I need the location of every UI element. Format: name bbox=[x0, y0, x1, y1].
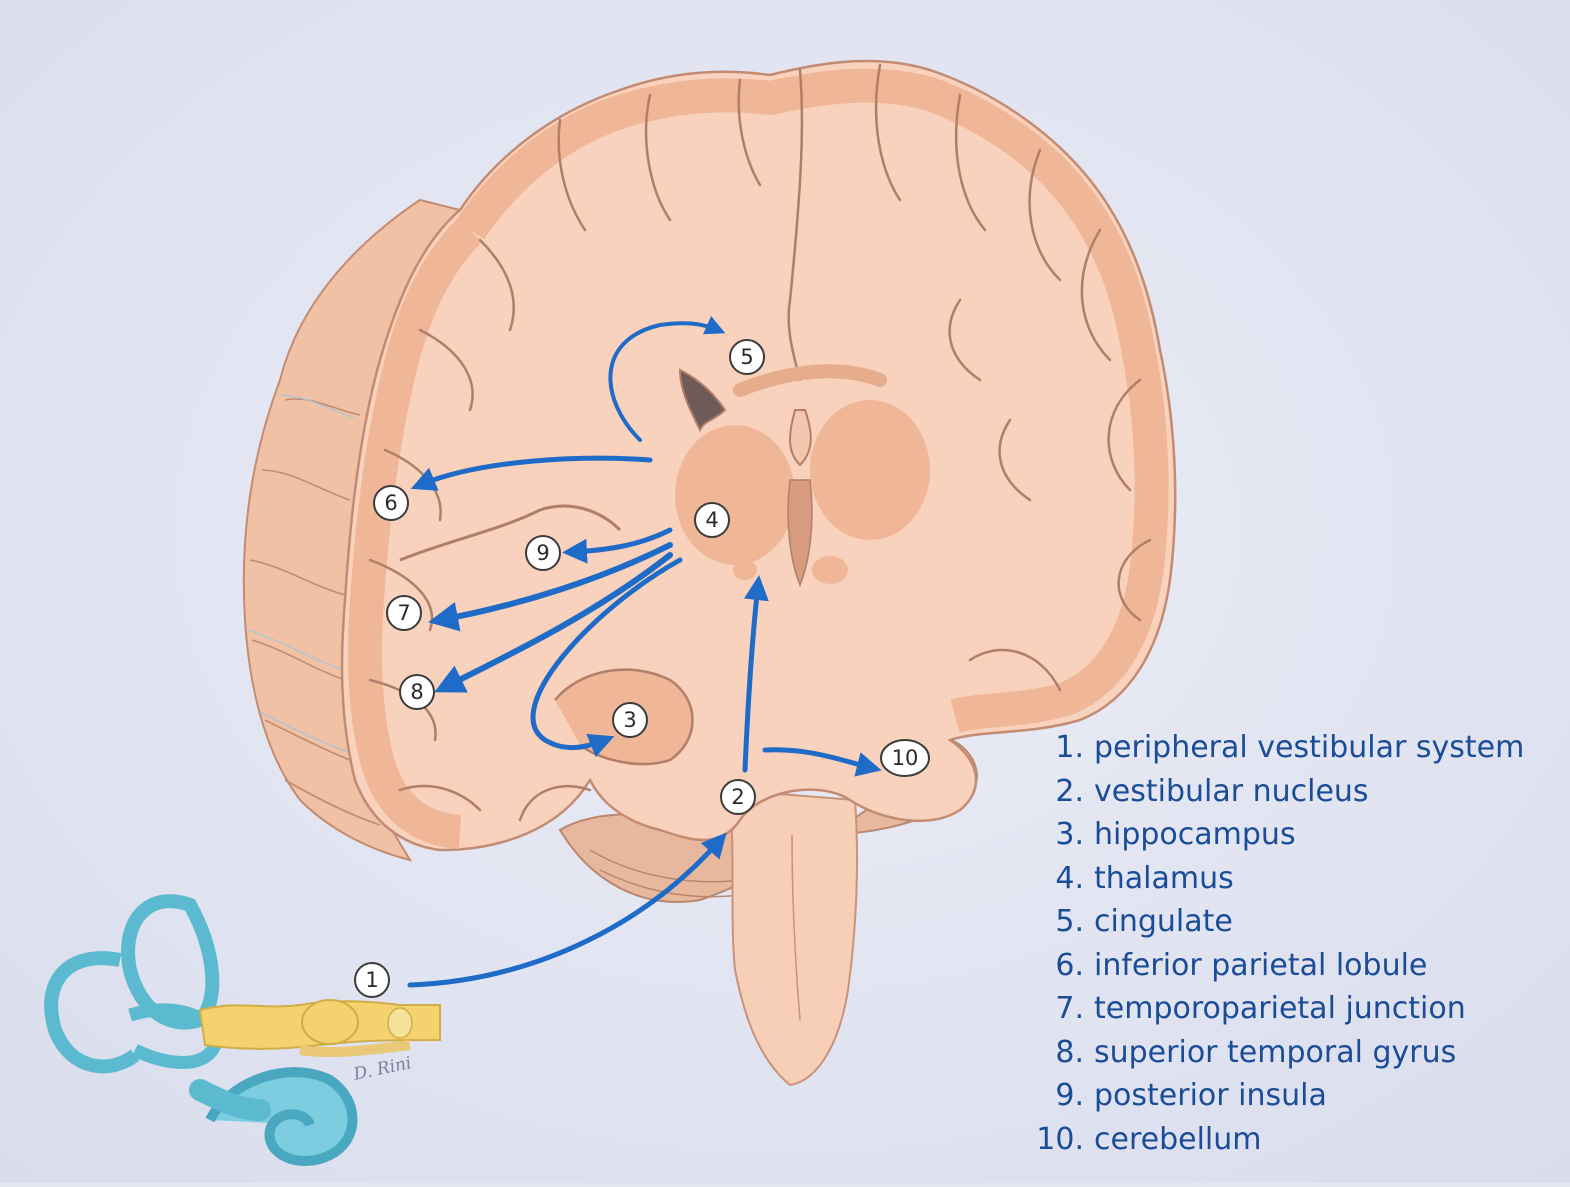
nerve-cut-end bbox=[388, 1008, 412, 1038]
marker-9: 9 bbox=[526, 536, 560, 570]
vestibular-ganglion bbox=[302, 1000, 358, 1044]
legend-label: vestibular nucleus bbox=[1094, 774, 1550, 809]
legend-item: 1.peripheral vestibular system bbox=[1030, 726, 1550, 770]
svg-text:6: 6 bbox=[384, 491, 397, 515]
marker-6: 6 bbox=[374, 486, 408, 520]
subthalamic-nucleus-right bbox=[812, 556, 848, 584]
legend-item: 5.cingulate bbox=[1030, 900, 1550, 944]
marker-8: 8 bbox=[400, 675, 434, 709]
svg-text:9: 9 bbox=[536, 541, 549, 565]
svg-text:1: 1 bbox=[365, 968, 378, 992]
marker-5: 5 bbox=[730, 340, 764, 374]
legend-number: 10. bbox=[1030, 1122, 1094, 1157]
legend-number: 5. bbox=[1030, 904, 1094, 939]
legend-number: 3. bbox=[1030, 817, 1094, 852]
marker-7: 7 bbox=[387, 596, 421, 630]
legend-label: temporoparietal junction bbox=[1094, 991, 1550, 1026]
legend-label: inferior parietal lobule bbox=[1094, 948, 1550, 983]
svg-text:10: 10 bbox=[892, 746, 919, 770]
marker-10: 10 bbox=[881, 740, 929, 776]
legend-number: 7. bbox=[1030, 991, 1094, 1026]
legend-number: 1. bbox=[1030, 730, 1094, 765]
svg-text:8: 8 bbox=[410, 680, 423, 704]
legend-item: 7.temporoparietal junction bbox=[1030, 987, 1550, 1031]
subthalamic-nucleus bbox=[733, 560, 757, 580]
legend-label: hippocampus bbox=[1094, 817, 1550, 852]
marker-3: 3 bbox=[613, 703, 647, 737]
svg-text:7: 7 bbox=[397, 601, 410, 625]
legend-number: 6. bbox=[1030, 948, 1094, 983]
legend-label: posterior insula bbox=[1094, 1078, 1550, 1113]
legend-item: 3.hippocampus bbox=[1030, 813, 1550, 857]
legend-item: 6.inferior parietal lobule bbox=[1030, 944, 1550, 988]
legend: 1.peripheral vestibular system 2.vestibu… bbox=[1030, 726, 1550, 1161]
legend-number: 4. bbox=[1030, 861, 1094, 896]
marker-4: 4 bbox=[695, 503, 729, 537]
legend-item: 2.vestibular nucleus bbox=[1030, 770, 1550, 814]
legend-label: thalamus bbox=[1094, 861, 1550, 896]
legend-item: 9.posterior insula bbox=[1030, 1074, 1550, 1118]
svg-text:4: 4 bbox=[705, 508, 718, 532]
thalamus-right bbox=[810, 400, 930, 540]
svg-text:2: 2 bbox=[731, 785, 744, 809]
legend-item: 8.superior temporal gyrus bbox=[1030, 1031, 1550, 1075]
legend-number: 9. bbox=[1030, 1078, 1094, 1113]
legend-number: 8. bbox=[1030, 1035, 1094, 1070]
legend-item: 10.cerebellum bbox=[1030, 1118, 1550, 1162]
legend-label: peripheral vestibular system bbox=[1094, 730, 1550, 765]
thalamus-left bbox=[675, 425, 795, 565]
marker-1: 1 bbox=[355, 963, 389, 997]
svg-text:5: 5 bbox=[740, 345, 753, 369]
legend-label: cerebellum bbox=[1094, 1122, 1550, 1157]
legend-item: 4.thalamus bbox=[1030, 857, 1550, 901]
marker-2: 2 bbox=[721, 780, 755, 814]
svg-text:3: 3 bbox=[623, 708, 636, 732]
legend-label: superior temporal gyrus bbox=[1094, 1035, 1550, 1070]
legend-number: 2. bbox=[1030, 774, 1094, 809]
legend-label: cingulate bbox=[1094, 904, 1550, 939]
